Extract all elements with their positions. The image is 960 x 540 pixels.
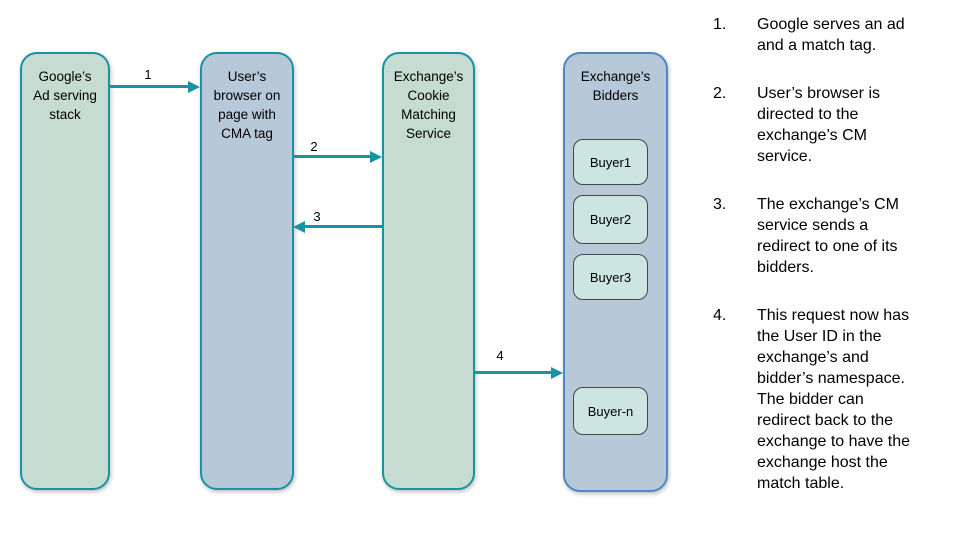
node-cookie-matching-service: Exchange’s Cookie Matching Service (382, 52, 475, 490)
step-item-3: 3. The exchange’s CM service sends a red… (713, 194, 947, 278)
node-label-google: Google’s Ad serving stack (33, 69, 97, 122)
step-number: 1. (713, 16, 727, 33)
step-text: The exchange’s CM service sends a redire… (757, 196, 899, 276)
step-number: 4. (713, 307, 727, 324)
arrow-label-2: 2 (310, 139, 318, 154)
step-text: This request now has the User ID in the … (757, 307, 911, 492)
steps-list: 1. Google serves an ad and a match tag. … (713, 14, 947, 521)
arrow-step-2-right-icon (293, 150, 382, 163)
buyer3-label: Buyer3 (589, 269, 632, 285)
arrow-step-3-left-icon (293, 220, 382, 233)
node-google-ad-serving-stack: Google’s Ad serving stack (20, 52, 110, 490)
step-item-1: 1. Google serves an ad and a match tag. (713, 14, 947, 56)
step-number: 2. (713, 85, 727, 102)
step-text: Google serves an ad and a match tag. (757, 16, 905, 54)
buyer2-box: Buyer2 (573, 195, 648, 244)
arrow-step-1-right-icon (110, 80, 200, 93)
buyer-n-box: Buyer-n (573, 387, 648, 435)
arrow-label-1: 1 (144, 67, 152, 82)
node-label-browser: User’s browser on page with CMA tag (213, 69, 281, 141)
node-users-browser: User’s browser on page with CMA tag (200, 52, 294, 490)
buyer2-label: Buyer2 (589, 212, 632, 227)
step-number: 3. (713, 196, 727, 213)
buyer1-box: Buyer1 (573, 139, 648, 185)
buyer1-label: Buyer1 (589, 154, 632, 170)
node-label-bidders: Exchange’s Bidders (580, 69, 651, 103)
arrow-label-3: 3 (313, 209, 321, 224)
arrow-label-4: 4 (496, 348, 504, 363)
step-item-2: 2. User’s browser is directed to the exc… (713, 83, 947, 167)
step-text: User’s browser is directed to the exchan… (757, 85, 880, 165)
buyer-n-label: Buyer-n (587, 403, 634, 419)
node-label-cm-service: Exchange’s Cookie Matching Service (393, 69, 464, 141)
node-exchange-bidders: Exchange’s Bidders Buyer1 Buyer2 Buyer3 … (563, 52, 668, 492)
buyer3-box: Buyer3 (573, 254, 648, 300)
arrow-step-4-right-icon (475, 366, 563, 379)
step-item-4: 4. This request now has the User ID in t… (713, 305, 947, 494)
